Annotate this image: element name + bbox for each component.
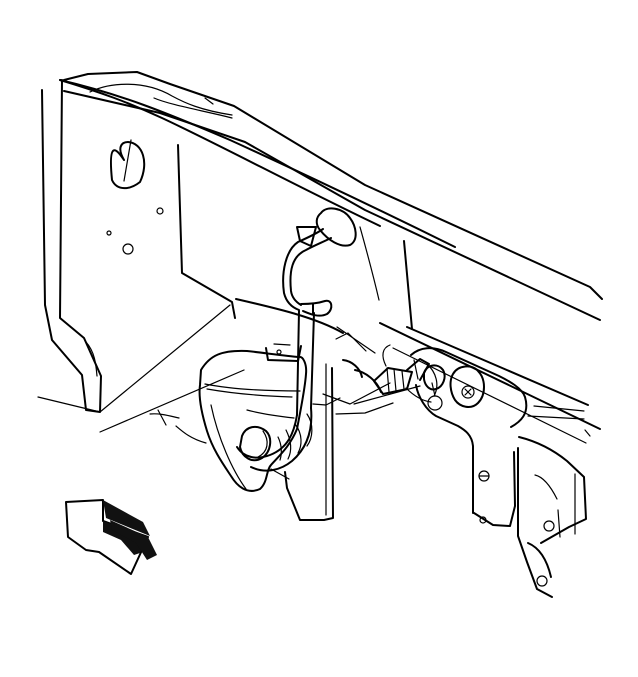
fender-panel [37, 79, 456, 433]
direction-arrow [65, 499, 157, 575]
lower-support [270, 359, 394, 521]
frame-rail [63, 71, 603, 444]
mounting-bracket [410, 347, 591, 598]
hose-assembly [236, 207, 421, 472]
fluid-reservoir [149, 343, 308, 492]
